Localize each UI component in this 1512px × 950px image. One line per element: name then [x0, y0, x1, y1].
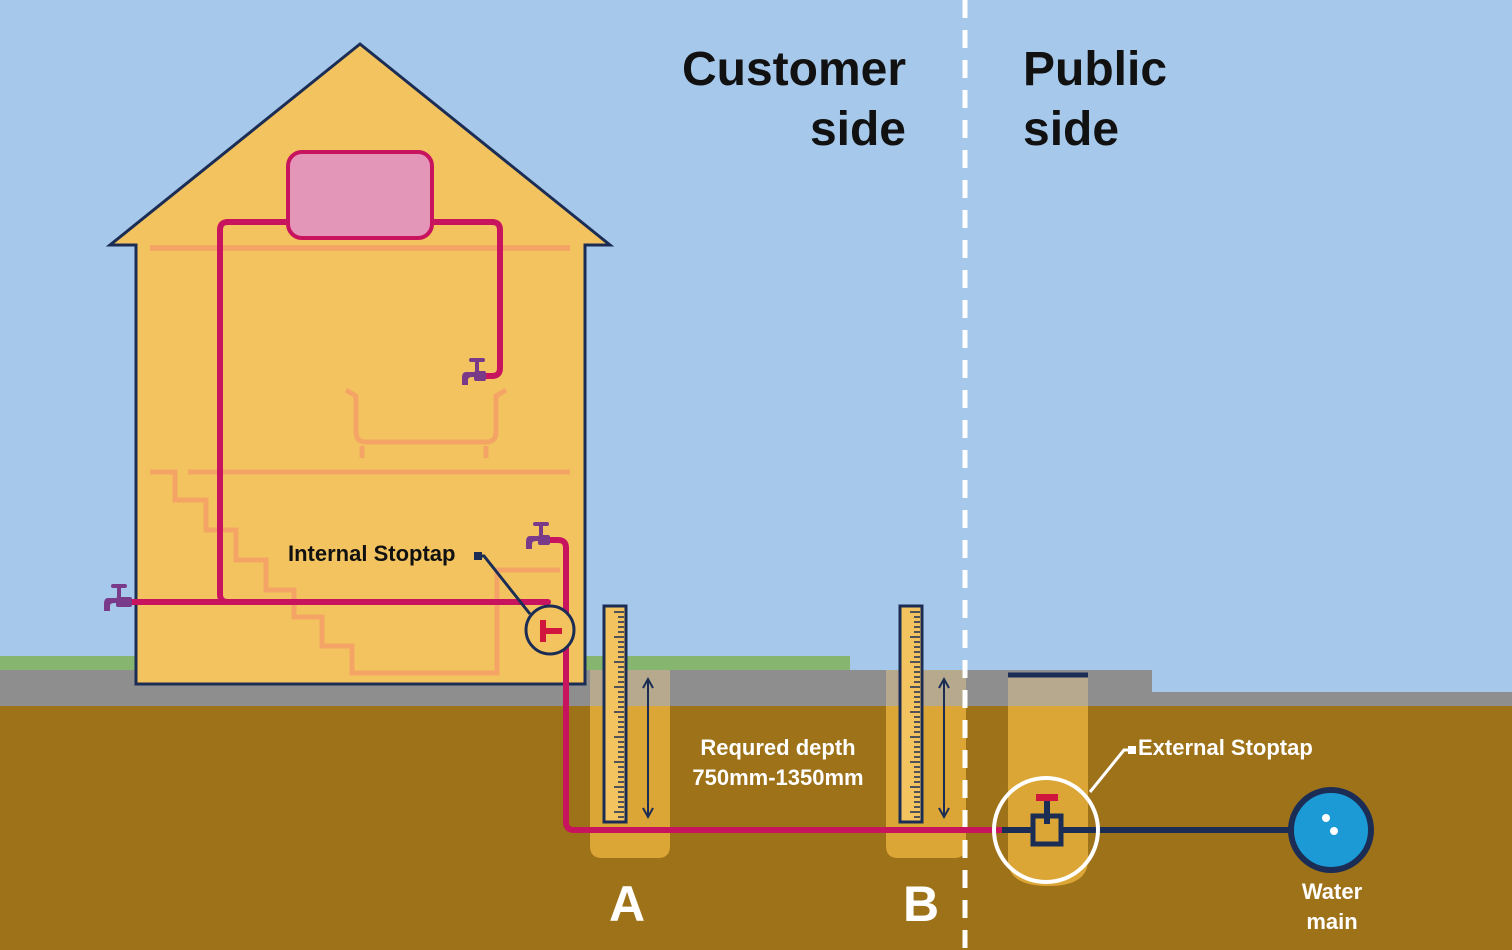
required-depth-label: Requred depth 750mm-1350mm [692, 735, 864, 790]
stoptap-icon [524, 604, 576, 656]
external-stoptap-label: External Stoptap [1138, 735, 1313, 760]
house-outline [105, 42, 615, 686]
bathtub-icon [344, 387, 508, 458]
pit-a-label: A [608, 876, 646, 932]
public-side-title: Public side [1023, 43, 1168, 156]
pipe-tank-bath-tap [429, 219, 503, 379]
customer-side-title: Customer side [681, 43, 906, 156]
pit-b-top [886, 670, 966, 708]
stoptap-icon [992, 776, 1100, 884]
external-stoptap-ring [992, 776, 1100, 884]
depth-arrow [642, 676, 654, 820]
ruler-icon [898, 604, 924, 824]
house [105, 42, 615, 686]
water-main-icon [1288, 787, 1374, 873]
pit-a-top [590, 670, 670, 708]
staircase-icon [150, 469, 560, 676]
tap-icon [526, 522, 550, 549]
pipe-main-run [545, 537, 1005, 833]
pit-a-body [590, 706, 670, 858]
internal-stoptap-leader-dot [474, 552, 482, 560]
ruler-icon [602, 604, 628, 824]
supply-pipe [127, 219, 1005, 833]
tap-icon [104, 584, 132, 611]
pit-external-top [1008, 674, 1088, 708]
depth-arrow [938, 676, 950, 820]
pit-b-body [886, 706, 966, 858]
tap-icon [462, 358, 486, 385]
external-stoptap-leader-dot [1128, 746, 1136, 754]
pit-b-label: B [902, 876, 940, 932]
pavement-public [1152, 692, 1512, 708]
internal-stoptap-label: Internal Stoptap [288, 541, 456, 566]
water-main-label: Water main [1301, 879, 1363, 934]
water-tank-icon [286, 150, 434, 240]
